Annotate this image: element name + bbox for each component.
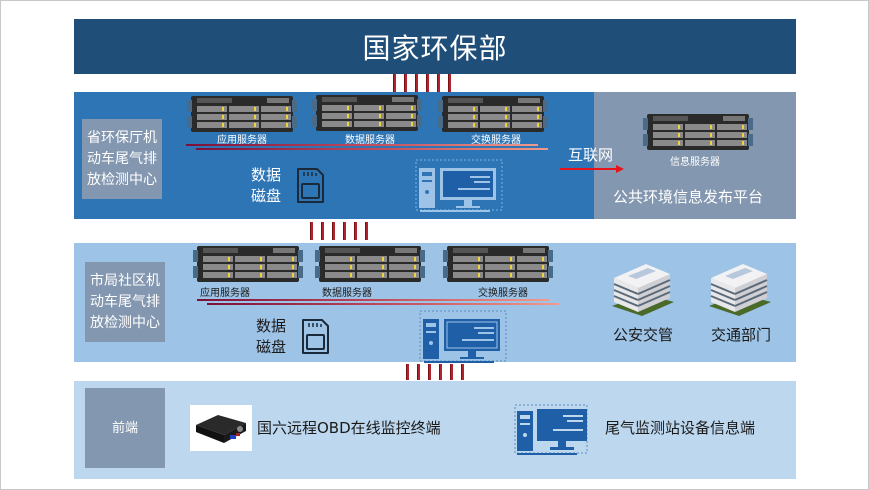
connector-line: [415, 74, 418, 92]
building-icon: [709, 264, 771, 316]
label-line: 放检测中心: [87, 171, 157, 188]
connector-line: [354, 222, 357, 240]
app-server-icon: [193, 246, 303, 282]
station-terminal-label: 尾气监测站设备信息端: [605, 419, 756, 437]
connector-line: [406, 364, 409, 380]
traffic-police-label: 公安交管: [613, 326, 674, 344]
internet-arrow-icon: [560, 165, 624, 173]
title-text: 国家环保部: [362, 31, 508, 65]
label-line: 省环保厅机: [87, 129, 157, 146]
workstation-icon: [415, 159, 503, 212]
exchange-server-label: 交换服务器: [471, 135, 521, 146]
disk-label-line: 数据: [256, 317, 287, 335]
obd-terminal-label: 国六远程OBD在线监控终端: [257, 419, 441, 437]
obd-device-image: [190, 405, 252, 451]
connector-line: [426, 74, 429, 92]
connector-line: [448, 74, 451, 92]
network-bus-line: [186, 144, 538, 146]
disk-label-line: 磁盘: [256, 338, 287, 356]
connector-line: [404, 74, 407, 92]
title-bar: 国家环保部: [74, 19, 796, 74]
connector-line: [332, 222, 335, 240]
connector-line: [437, 74, 440, 92]
connector-line: [343, 222, 346, 240]
connector-line: [365, 222, 368, 240]
obd-device-icon: [196, 415, 246, 443]
exchange-server-label: 交换服务器: [478, 288, 528, 299]
transport-dept-label: 交通部门: [711, 326, 772, 344]
disk-label: 数据 磁盘: [256, 316, 286, 358]
disk-label: 数据 磁盘: [251, 165, 281, 207]
exchange-server-icon: [438, 96, 548, 132]
network-bus-line: [207, 303, 559, 305]
connector-line: [461, 364, 464, 380]
label-line: 动车尾气排: [90, 293, 160, 310]
frontend-label: 前端: [85, 388, 165, 468]
network-bus-line: [196, 148, 548, 150]
frontend-label-text: 前端: [111, 420, 138, 436]
workstation-icon: [419, 310, 507, 363]
data-server-label: 数据服务器: [322, 288, 372, 299]
disk-label-line: 磁盘: [251, 187, 282, 205]
connector-line: [393, 74, 396, 92]
station-workstation-icon: [514, 404, 588, 455]
connector-line: [417, 364, 420, 380]
provincial-center-label: 省环保厅机 动车尾气排 放检测中心: [82, 119, 162, 199]
app-server-icon: [187, 96, 297, 132]
connector-line: [450, 364, 453, 380]
connector-line: [321, 222, 324, 240]
building-icon: [612, 264, 674, 316]
public-platform-title: 公共环境信息发布平台: [613, 188, 764, 206]
disk-label-line: 数据: [251, 166, 282, 184]
app-server-label: 应用服务器: [217, 135, 267, 146]
data-server-icon: [315, 246, 425, 282]
connector-line: [310, 222, 313, 240]
sd-card-icon: [302, 319, 329, 354]
label-line: 放检测中心: [90, 314, 160, 331]
exchange-server-icon: [443, 246, 553, 282]
city-center-label: 市局社区机 动车尾气排 放检测中心: [85, 262, 165, 342]
label-line: 动车尾气排: [87, 150, 157, 167]
info-server-icon: [643, 114, 753, 150]
data-server-icon: [312, 95, 422, 131]
label-line: 市局社区机: [90, 272, 160, 289]
connector-line: [428, 364, 431, 380]
info-server-label: 信息服务器: [670, 157, 720, 168]
network-bus-line: [197, 299, 549, 301]
public-platform-panel: [594, 92, 796, 219]
app-server-label: 应用服务器: [200, 288, 250, 299]
connector-line: [439, 364, 442, 380]
internet-label: 互联网: [568, 146, 614, 164]
data-server-label: 数据服务器: [345, 135, 395, 146]
sd-card-icon: [297, 168, 324, 203]
